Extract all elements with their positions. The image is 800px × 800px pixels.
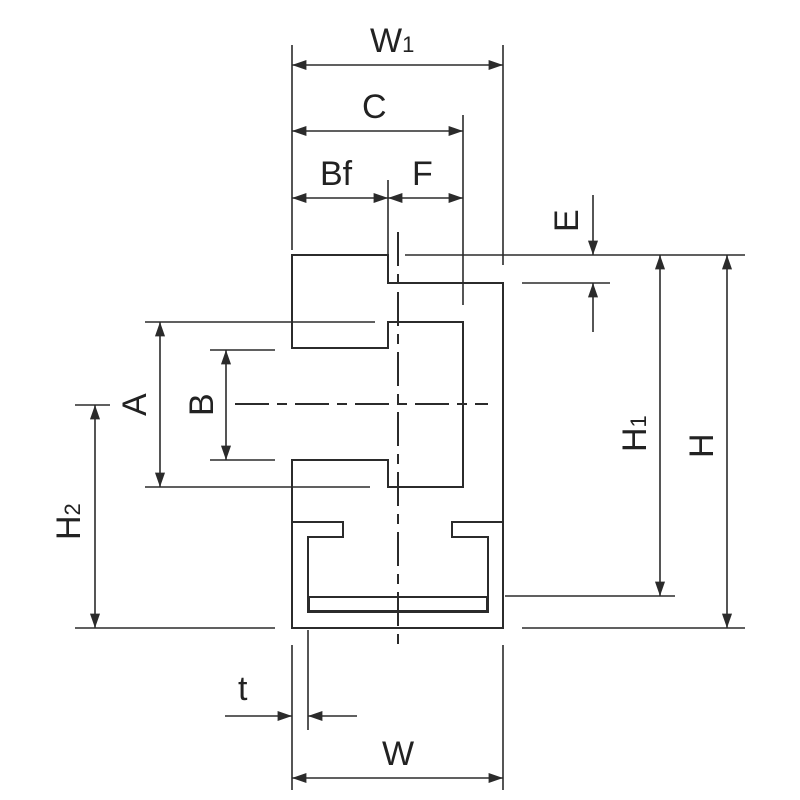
label-W1: W1 [370,22,414,60]
label-C: C [362,88,387,126]
label-B: B [183,393,221,416]
label-H1: H1 [616,415,654,452]
label-t: t [238,670,248,708]
rail-profile [235,232,504,650]
label-H: H [683,433,721,458]
label-F: F [412,155,433,193]
label-H2: H2 [50,503,88,540]
label-E: E [548,209,586,232]
label-Bf: Bf [320,155,353,193]
profile-body [291,254,504,629]
label-W: W [382,735,414,773]
label-A: A [116,393,154,416]
dimension-arrows [89,59,733,784]
dimension-labels: W1 C Bf F E H1 H H2 A B t W [50,22,721,773]
